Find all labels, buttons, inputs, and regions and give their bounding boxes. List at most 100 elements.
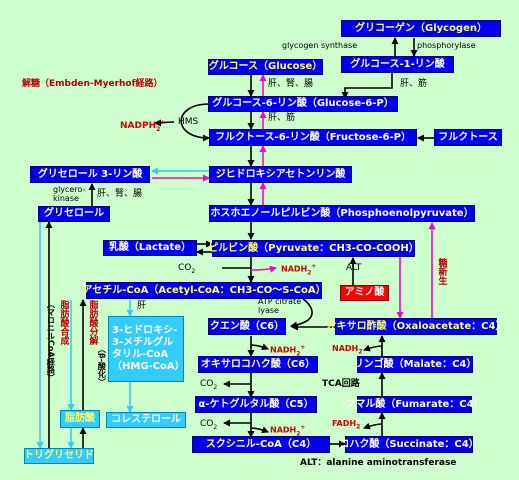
alt-definition-label: ALT：alanine aminotransferase xyxy=(300,458,457,468)
nadph-sub: 2 xyxy=(156,125,161,133)
nadh2-sup-2: + xyxy=(300,344,306,351)
glycerol-3-phosphate-box: グリセロール 3-リン酸 xyxy=(30,166,150,183)
acetyl-coa-box: アセチル-CoA（Acetyl-CoA：CH3-CO～S-CoA） xyxy=(82,282,326,299)
glucose-1-phosphate-box: グルコース-1-リン酸 xyxy=(341,56,454,73)
glucose-label: グルコース（Glucose） xyxy=(208,61,323,72)
nadh2-sub-4: 2 xyxy=(296,430,301,438)
dhap-box: ジヒドロキシアセトンリン酸 xyxy=(209,166,352,183)
glucose-6-phosphate-label: グルコース-6-リン酸（Glucose-6-P） xyxy=(212,98,394,109)
atp-citrate-lyase-label: ATP citrate lyase xyxy=(258,297,302,315)
liver-kidney-gut-label-2: 肝、腎、腸 xyxy=(97,189,143,199)
succinyl-coa-label: スクシニル-CoA（C4） xyxy=(205,438,317,450)
oxalosuccinate-box: オキサロコハク酸（C6） xyxy=(198,356,318,373)
glycerol-label: グリセロール xyxy=(44,208,104,219)
nadh2-label-4: NADH2+ xyxy=(270,425,305,437)
oxalosuccinate-label: オキサロコハク酸（C6） xyxy=(200,358,316,370)
succinate-box: コハク酸（Succinate：C4） xyxy=(339,436,479,453)
glycogen-box: グリコーゲン（Glycogen） xyxy=(341,20,501,37)
co2-sub-3: 2 xyxy=(213,423,218,431)
nadh2-text-2: NADH xyxy=(270,345,297,355)
glycerol-3-phosphate-label: グリセロール 3-リン酸 xyxy=(37,168,143,180)
fumarate-label: フマル酸（Fumarate：C4） xyxy=(345,398,484,410)
nadph-text: NADPH xyxy=(120,121,157,131)
cholesterol-box: コレステロール xyxy=(106,412,186,428)
triglyceride-box: トリグリセリド xyxy=(24,448,94,464)
nadh2-sub-1: 2 xyxy=(307,269,312,277)
alt-label: ALT xyxy=(346,263,362,273)
nadh2-sup-4: + xyxy=(300,424,306,431)
glycolysis-label: 解糖（Embden-Myerhof経路） xyxy=(22,79,163,89)
liver-muscle-label-2: 肝、筋 xyxy=(268,113,296,123)
cholesterol-label: コレステロール xyxy=(111,414,181,425)
citrate-label: クエン酸（C6） xyxy=(209,320,285,332)
citrate-box: クエン酸（C6） xyxy=(208,318,286,335)
nadh2-sub-2: 2 xyxy=(296,350,301,358)
malate-box: リンゴ酸（Malate：C4） xyxy=(354,356,476,373)
lactate-label: 乳酸（Lactate） xyxy=(108,242,192,253)
fructose-6-phosphate-box: フルクトース-6-リン酸（Fructose-6-P） xyxy=(209,129,417,146)
glycerol-box: グリセロール xyxy=(38,206,110,222)
nadh2-label-2: NADH2+ xyxy=(270,345,305,357)
nadph-label: NADPH2+ xyxy=(120,120,165,133)
fumarate-box: フマル酸（Fumarate：C4） xyxy=(345,396,484,413)
oxaloacetate-box: オキサロ酢酸（Oxaloacetate：C4） xyxy=(327,318,505,335)
co2-label-3: CO2 xyxy=(200,420,217,431)
co2-text-3: CO xyxy=(200,419,214,429)
alpha-ketoglutarate-box: α-ケトグルタル酸（C5） xyxy=(195,396,317,413)
amino-acid-box: アミノ酸 xyxy=(340,285,389,301)
co2-sub-2: 2 xyxy=(213,383,218,391)
nadh2-label-3: NADH2 xyxy=(332,345,362,356)
fatty-acid-synthesis-label: 脂肪酸合成 xyxy=(58,300,69,345)
gluconeogenesis-label: 糖新生 xyxy=(436,258,447,285)
nadh2-text-4: NADH xyxy=(270,425,297,435)
glycogen-synthase-label: glycogen synthase xyxy=(282,41,358,50)
beta-oxidation-label: （β-酸化） xyxy=(97,345,107,387)
dhap-label: ジヒドロキシアセトンリン酸 xyxy=(215,168,346,180)
hmg-coa-box: 3-ヒドロキシ- 3-メチルグル タリル-CoA （HMG-CoA） xyxy=(108,316,185,382)
lactate-box: 乳酸（Lactate） xyxy=(103,240,197,256)
hms-label: HMS xyxy=(178,117,199,127)
malate-label: リンゴ酸（Malate：C4） xyxy=(353,358,477,370)
nadh2-text-1: NADH xyxy=(281,264,308,274)
hmg-coa-label: 3-ヒドロキシ- 3-メチルグル タリル-CoA （HMG-CoA） xyxy=(112,325,185,372)
co2-label-1: CO2 xyxy=(178,264,195,275)
nadh2-sup-1: + xyxy=(311,263,317,270)
liver-kidney-gut-label: 肝、腎、腸 xyxy=(268,79,314,89)
amino-acid-label: アミノ酸 xyxy=(344,287,385,298)
co2-label-2: CO2 xyxy=(200,380,217,391)
glycogen-label: グリコーゲン（Glycogen） xyxy=(354,22,487,34)
co2-text-2: CO xyxy=(200,379,214,389)
nadh2-sub-3: 2 xyxy=(358,348,363,356)
glucose-box: グルコース（Glucose） xyxy=(208,59,323,75)
co2-text-1: CO xyxy=(178,263,192,273)
co2-sub-1: 2 xyxy=(191,267,196,275)
fadh2-sub: 2 xyxy=(356,423,361,431)
fructose-box: フルクトース xyxy=(434,129,502,146)
phosphorylase-label: phosphorylase xyxy=(417,41,476,50)
oxaloacetate-label: オキサロ酢酸（Oxaloacetate：C4） xyxy=(326,320,506,332)
liver-muscle-label: 肝、筋 xyxy=(400,79,428,89)
acetyl-coa-label: アセチル-CoA（Acetyl-CoA：CH3-CO～S-CoA） xyxy=(82,284,326,296)
fadh2-text: FADH xyxy=(332,419,357,428)
glucose-1-phosphate-label: グルコース-1-リン酸 xyxy=(350,58,445,70)
nadh2-text-3: NADH xyxy=(332,344,359,353)
nadh2-label-1: NADH2+ xyxy=(281,264,316,276)
pyruvate-box: ピルビン酸（Pyruvate：CH3-CO-COOH） xyxy=(208,240,419,257)
nadph-sup: + xyxy=(160,119,166,126)
fatty-acid-box: 脂肪酸 xyxy=(60,410,100,428)
liver-label: 肝 xyxy=(137,301,147,311)
fructose-6-phosphate-label: フルクトース-6-リン酸（Fructose-6-P） xyxy=(215,131,411,143)
malonyl-coa-pathway-label: （マロニルCoA経路） xyxy=(46,300,56,382)
fadh2-label: FADH2 xyxy=(332,420,360,431)
succinyl-coa-box: スクシニル-CoA（C4） xyxy=(192,436,330,453)
pep-label: ホスホエノールピルビン酸（Phosphoenolpyruvate） xyxy=(210,207,474,219)
glucose-6-phosphate-box: グルコース-6-リン酸（Glucose-6-P） xyxy=(208,96,398,112)
succinate-label: コハク酸（Succinate：C4） xyxy=(339,438,479,450)
triglyceride-label: トリグリセリド xyxy=(24,450,94,461)
pep-box: ホスホエノールピルビン酸（Phosphoenolpyruvate） xyxy=(209,205,475,222)
glycerokinase-label: glycero- kinase xyxy=(53,185,86,203)
tca-cycle-label: TCA回路 xyxy=(322,379,360,389)
alpha-ketoglutarate-label: α-ケトグルタル酸（C5） xyxy=(198,398,314,410)
fructose-label: フルクトース xyxy=(438,131,498,143)
